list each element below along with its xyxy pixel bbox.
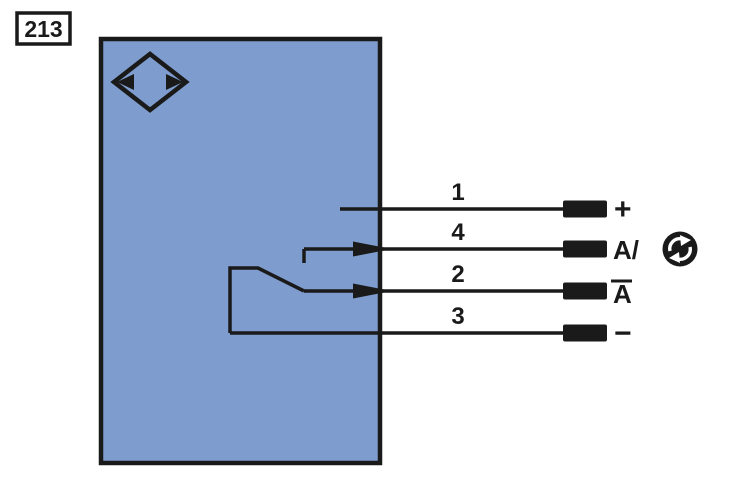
pin-number: 3	[451, 303, 464, 330]
figure-number: 213	[24, 16, 62, 42]
complementary-switching-icon	[662, 231, 698, 267]
icon-arrowhead-top	[680, 235, 691, 246]
pin-number: 1	[451, 179, 464, 206]
terminal-label-a-slash: A/	[613, 235, 639, 265]
terminal-block	[563, 282, 607, 300]
terminal-block	[563, 324, 607, 342]
pin-number: 2	[451, 261, 464, 288]
diamond-left-notch	[117, 74, 134, 90]
proximity-sensor-diamond-icon	[110, 51, 190, 113]
signal-arrow-icon	[353, 241, 392, 257]
diamond-right-notch	[166, 74, 183, 90]
wire-4: 4 A/	[304, 219, 698, 267]
wire-1: 1 +	[340, 179, 632, 226]
terminal-block	[563, 240, 607, 258]
wire-2: 2 A	[304, 261, 632, 309]
wire-3: 3 −	[230, 303, 632, 350]
icon-arc-top	[668, 237, 683, 252]
terminal-label-a-inverted: A	[613, 279, 632, 309]
terminal-label-minus: −	[614, 317, 632, 350]
switch-contact-symbol	[228, 266, 305, 333]
terminal-block	[563, 200, 607, 218]
figure-number-frame	[15, 11, 72, 46]
icon-arc-bottom	[677, 246, 692, 261]
signal-arrow-icon	[353, 283, 392, 299]
figure-number-box: 213	[15, 11, 72, 46]
icon-circle	[662, 231, 698, 267]
icon-arrowhead-bottom	[669, 252, 680, 263]
terminal-label-plus: +	[614, 193, 632, 226]
diamond-outline	[110, 51, 190, 113]
pin-number: 4	[451, 219, 465, 246]
